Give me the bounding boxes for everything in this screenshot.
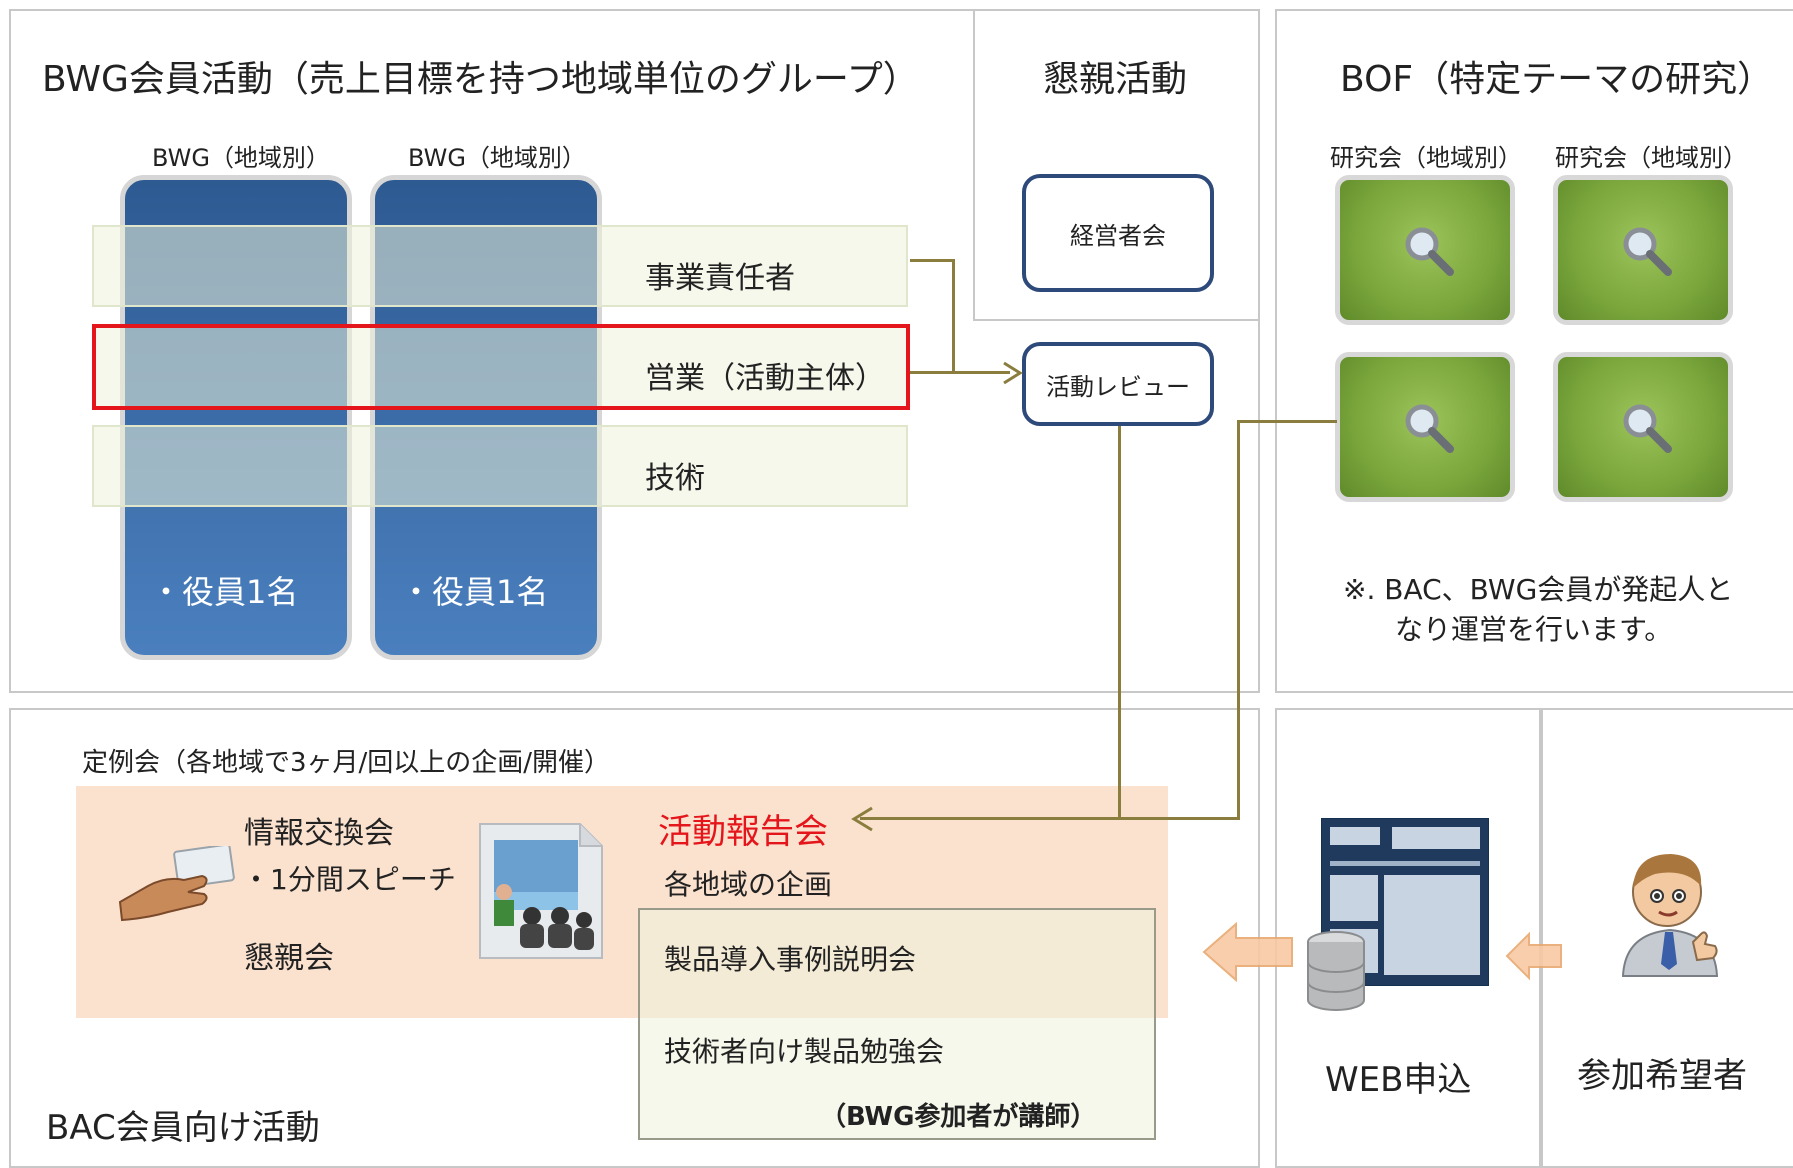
lecturer-note-label: （BWG参加者が講師） xyxy=(820,1102,1097,1132)
row-technical-label: 技術 xyxy=(645,461,705,496)
connector-sales-to-review xyxy=(910,371,1010,374)
executive-meeting-label: 経営者会 xyxy=(1070,221,1166,250)
web-page-screenshot xyxy=(1321,818,1489,986)
row-sales-label: 営業（活動主体） xyxy=(645,361,885,396)
seminar-box xyxy=(638,908,1156,1140)
row-business-manager-label: 事業責任者 xyxy=(645,261,795,296)
bac-title: BAC会員向け活動 xyxy=(46,1108,320,1148)
activity-report-label: 活動報告会 xyxy=(658,812,828,852)
magnifier-icon xyxy=(1623,404,1672,453)
research-tile-3 xyxy=(1335,352,1515,502)
bwg-column-1-member: ・役員1名 xyxy=(150,573,299,611)
web-application-label: WEB申込 xyxy=(1325,1060,1472,1100)
connector-to-report xyxy=(860,817,1240,820)
bof-panel xyxy=(1275,9,1793,693)
social-title: 懇親活動 xyxy=(1043,59,1188,100)
case-study-label: 製品導入事例説明会 xyxy=(664,943,917,976)
arrow-head-to-review xyxy=(1003,361,1023,385)
block-arrow-web-to-bac xyxy=(1202,921,1293,983)
person-thumbs-up-icon xyxy=(1621,854,1719,977)
bwg-column-label-1: BWG（地域別） xyxy=(152,144,330,172)
bof-note-line2: なり運営を行います。 xyxy=(1395,613,1673,646)
info-exchange-label: 情報交換会 xyxy=(244,816,394,851)
sales-highlight-frame xyxy=(92,324,910,410)
bof-group-label-1: 研究会（地域別） xyxy=(1330,144,1522,172)
magnifier-icon xyxy=(1405,404,1454,453)
activity-review-box: 活動レビュー xyxy=(1022,342,1214,426)
bof-note-line1: ※. BAC、BWG会員が発起人と xyxy=(1343,573,1734,606)
bwg-title: BWG会員活動（売上目標を持つ地域単位のグループ） xyxy=(42,59,919,100)
bwg-column-label-2: BWG（地域別） xyxy=(408,144,586,172)
connector-bof-down xyxy=(1237,420,1240,819)
activity-review-label: 活動レビュー xyxy=(1046,372,1190,401)
row-business-manager xyxy=(92,225,908,307)
social-gathering-label: 懇親会 xyxy=(244,941,334,976)
database-icon xyxy=(1307,931,1365,1011)
magnifier-icon xyxy=(1623,227,1672,276)
arrow-head-to-report xyxy=(851,806,873,832)
connector-business-manager xyxy=(910,259,954,262)
applicant-label: 参加希望者 xyxy=(1577,1056,1747,1096)
research-tile-1 xyxy=(1335,175,1515,325)
row-technical xyxy=(92,425,908,507)
connector-vertical-merge xyxy=(952,259,955,373)
research-tile-2 xyxy=(1553,175,1733,325)
regular-meeting-label: 定例会（各地域で3ヶ月/回以上の企画/開催） xyxy=(82,748,611,778)
tech-study-label: 技術者向け製品勉強会 xyxy=(664,1035,945,1068)
regional-plan-label: 各地域の企画 xyxy=(664,868,833,901)
connector-bof-horizontal xyxy=(1237,420,1337,423)
magnifier-icon xyxy=(1405,227,1454,276)
bwg-column-2-member: ・役員1名 xyxy=(400,573,549,611)
block-arrow-applicant-to-web xyxy=(1505,931,1562,981)
presentation-icon xyxy=(479,823,603,959)
speech-label: ・1分間スピーチ xyxy=(242,863,456,896)
bof-group-label-2: 研究会（地域別） xyxy=(1555,144,1747,172)
research-tile-4 xyxy=(1553,352,1733,502)
executive-meeting-box: 経営者会 xyxy=(1022,174,1214,292)
business-card-hand-icon xyxy=(118,846,235,922)
bof-title: BOF（特定テーマの研究） xyxy=(1340,59,1774,100)
connector-review-down xyxy=(1118,426,1121,818)
